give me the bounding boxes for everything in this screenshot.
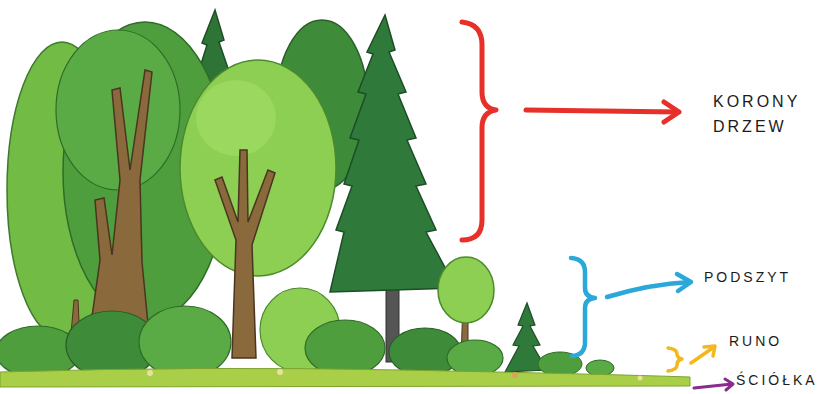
layer-label: RUNO: [729, 331, 829, 353]
ground-litter-part: [277, 369, 283, 375]
small-tree-part: [438, 257, 494, 323]
undergrowth-bracket: [571, 258, 691, 356]
left-trunks-part: [88, 70, 152, 345]
undergrowth-bushes-part: [586, 360, 614, 376]
front-spruce-part: [330, 15, 456, 292]
middle-tree-part: [196, 80, 276, 156]
ground-litter-part: [512, 372, 518, 378]
undergrowth-bushes-part: [139, 306, 231, 378]
ground-litter-part: [0, 368, 690, 387]
ground-litter-part: [147, 370, 153, 376]
litter-arrow: [694, 379, 733, 390]
herb-layer-bracket-part: [668, 348, 682, 371]
undergrowth-bushes-part: [305, 320, 385, 376]
herb-layer-bracket-part: [691, 347, 714, 363]
litter-arrow-part: [694, 384, 732, 388]
undergrowth-bracket-part: [677, 274, 691, 291]
tree-crowns-bracket-part: [462, 22, 496, 240]
ground-litter-part: [638, 376, 643, 381]
undergrowth-bushes-part: [447, 340, 503, 376]
ground-litter: [0, 368, 690, 387]
herb-layer-bracket: [668, 346, 715, 371]
layer-label: PODSZYT: [704, 267, 834, 289]
tree-crowns-bracket-part: [526, 110, 678, 112]
middle-tree-part: [180, 60, 336, 276]
undergrowth-bushes: [0, 288, 614, 379]
left-trunks: [70, 70, 152, 345]
tree-crowns-bracket: [462, 22, 679, 240]
litter-arrow-part: [725, 379, 733, 390]
tree-crowns-bracket-part: [664, 102, 679, 122]
layer-label: KORONY DRZEW: [713, 90, 813, 140]
undergrowth-bracket-part: [571, 258, 595, 356]
herb-layer-bracket-part: [704, 346, 715, 356]
front-spruce: [330, 15, 456, 362]
layer-label: ŚCIÓŁKA: [736, 370, 834, 392]
